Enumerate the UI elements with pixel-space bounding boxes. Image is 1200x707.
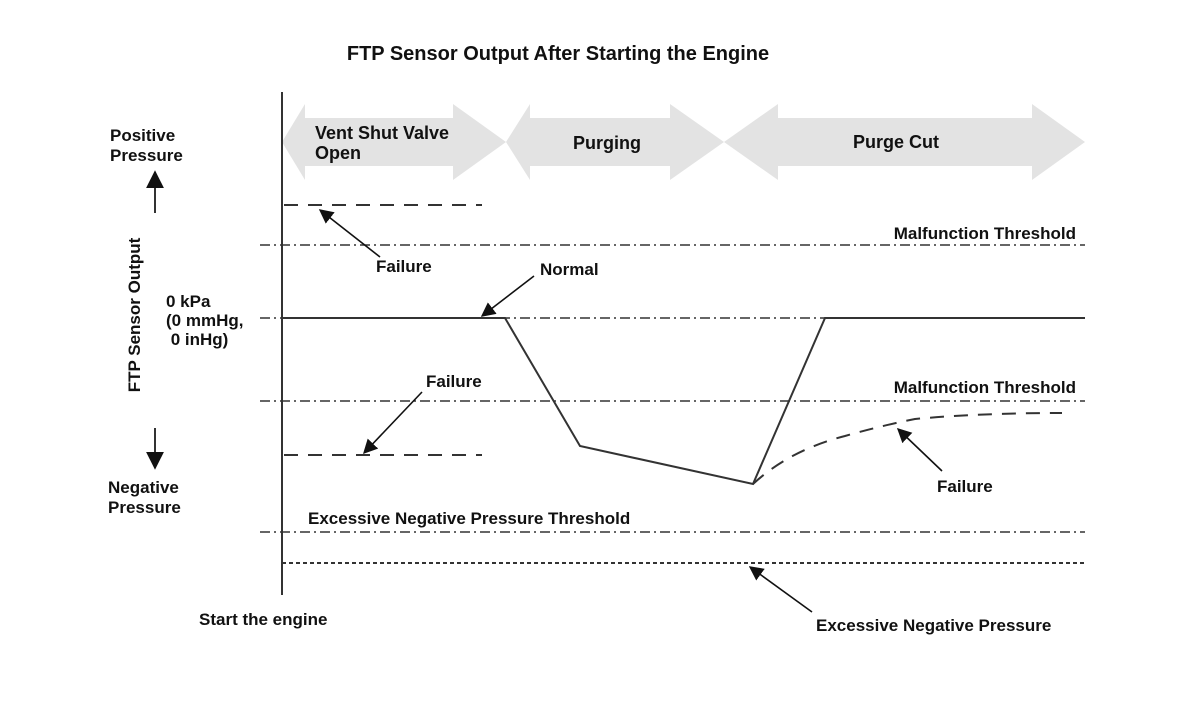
- start-engine-label: Start the engine: [199, 610, 327, 629]
- lower-malfunction-threshold-label: Malfunction Threshold: [894, 378, 1076, 397]
- phase-label-purge-cut: Purge Cut: [853, 132, 939, 152]
- positive-pressure-label: Positive Pressure: [110, 126, 183, 165]
- failure-low-label: Failure: [426, 372, 482, 391]
- failure-high-arrow: [318, 209, 381, 258]
- y-axis-title: FTP Sensor Output: [125, 237, 144, 392]
- upper-malfunction-threshold-label: Malfunction Threshold: [894, 224, 1076, 243]
- zero-pressure-label: 0 kPa (0 mmHg, 0 inHg): [166, 292, 248, 349]
- normal-output-curve: [282, 317, 1085, 486]
- normal-arrow: [480, 275, 535, 317]
- phase-label-vent-shut: Vent Shut Valve Open: [315, 123, 454, 163]
- failure-low-arrow: [363, 391, 423, 455]
- failure-high-label: Failure: [376, 257, 432, 276]
- phase-label-purging: Purging: [573, 133, 641, 153]
- diagram-title: FTP Sensor Output After Starting the Eng…: [347, 43, 769, 65]
- excessive-negative-pressure-arrow: [748, 566, 813, 613]
- phase-arrow-vent-shut: [282, 104, 506, 180]
- failure-recovery-label: Failure: [937, 477, 993, 496]
- excessive-negative-pressure-label: Excessive Negative Pressure: [816, 616, 1051, 635]
- phase-arrow-purge-cut: [724, 104, 1085, 180]
- failure-recovery-arrow: [896, 428, 943, 472]
- negative-pressure-label: Negative Pressure: [108, 478, 184, 517]
- excessive-negative-threshold-label: Excessive Negative Pressure Threshold: [308, 509, 630, 528]
- phase-arrow-purging: [506, 104, 724, 180]
- failure-recovery-dashed-curve: [752, 412, 1063, 485]
- normal-label: Normal: [540, 260, 599, 279]
